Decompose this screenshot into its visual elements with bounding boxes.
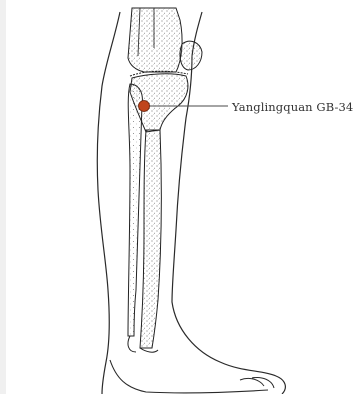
patella [180, 41, 202, 70]
leg-outline [97, 12, 120, 394]
tibia [140, 130, 161, 348]
leg-illustration [6, 0, 354, 394]
femur [128, 8, 182, 72]
acupoint-label: Yanglingquan GB-34 [232, 100, 353, 114]
acupoint-marker [139, 101, 150, 112]
fibula [128, 84, 142, 336]
toes [240, 377, 274, 388]
diagram-canvas: Yanglingquan GB-34 [6, 0, 354, 394]
foot-outline [110, 360, 268, 393]
